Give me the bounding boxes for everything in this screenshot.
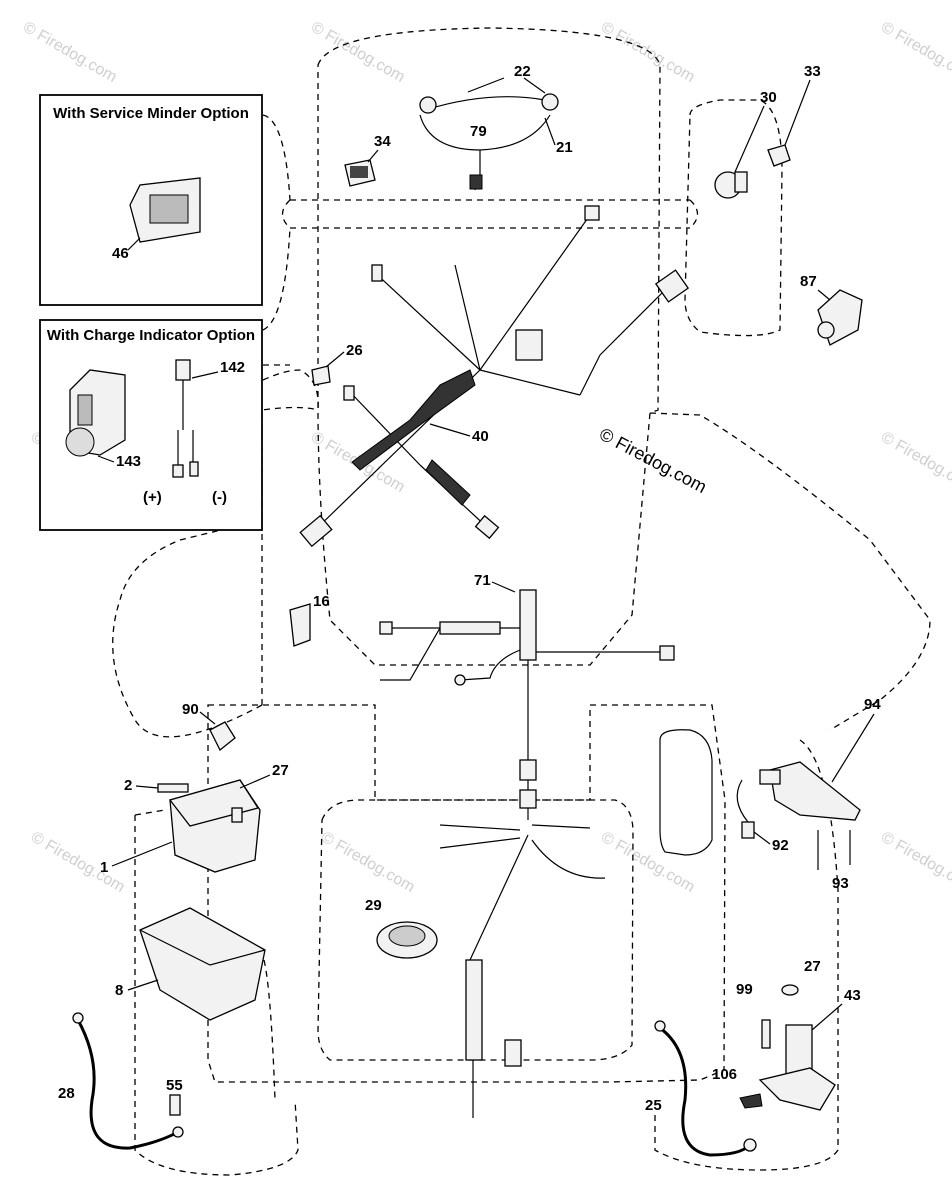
callout-33: 33 [804,63,821,80]
washer-27-icon [781,984,799,996]
polarity-plus: (+) [143,489,162,506]
callout-71: 71 [474,572,491,589]
callout-43: 43 [844,987,861,1004]
callout-2: 2 [124,777,132,794]
tractor-outline [112,27,931,1176]
switch-34-icon [344,159,376,187]
seat-switch-icon [759,761,861,821]
lower-harness-icon [439,824,606,1118]
callout-21: 21 [556,139,573,156]
callout-40: 40 [472,428,489,445]
callout-27: 27 [272,762,289,779]
polarity-minus: (-) [212,489,227,506]
callout-28: 28 [58,1085,75,1102]
watermark-main: © Firedog.com [596,424,710,497]
callout-25: 25 [645,1097,662,1114]
callout-34: 34 [374,133,391,150]
callout-27-right: 27 [804,958,821,975]
diode-90-icon [209,721,236,752]
battery-tray-icon [139,907,266,1021]
watermark: © Firedog.com [878,429,952,496]
charge-harness-icon [172,359,199,478]
callout-55: 55 [166,1077,183,1094]
rear-harness-71-icon [379,329,675,820]
bolt-2-icon [157,783,189,793]
callout-90: 90 [182,701,199,718]
callout-93: 93 [832,875,849,892]
callout-46: 46 [112,245,129,262]
main-harness-icon [299,205,690,548]
watermark: © Firedog.com [878,829,952,896]
callout-92: 92 [772,837,789,854]
callout-143: 143 [116,453,141,470]
callout-142: 142 [220,359,245,376]
service-minder-title: With Service Minder Option [53,105,249,122]
switch-16-icon [289,603,311,647]
headlight-harness-icon [419,93,559,191]
service-minder-box: With Service Minder Option 46 [39,94,263,306]
watermark: © Firedog.com [308,19,408,86]
callout-26: 26 [346,342,363,359]
callout-79: 79 [470,123,487,140]
watermark: © Firedog.com [598,829,698,896]
bolt-99-icon [761,1019,771,1049]
callout-29: 29 [365,897,382,914]
component-29-icon [376,921,438,959]
watermark: © Firedog.com [318,829,418,896]
connector-92-icon [736,779,755,839]
callout-1: 1 [100,859,108,876]
seat-outline-icon [659,729,713,856]
callout-8: 8 [115,982,123,999]
watermark: © Firedog.com [878,19,952,86]
callout-16: 16 [313,593,330,610]
callout-30: 30 [760,89,777,106]
relay-87-icon [817,289,863,346]
callout-99: 99 [736,981,753,998]
battery-cable-28-icon [72,1012,184,1150]
bolt-55-icon [169,1094,181,1116]
watermark: © Firedog.com [28,829,128,896]
switch-33-icon [767,144,791,167]
callout-87: 87 [800,273,817,290]
charge-indicator-title: With Charge Indicator Option [47,327,255,344]
ignition-switch-icon [714,171,748,199]
watermark: © Firedog.com [598,19,698,86]
charge-indicator-icon [65,369,126,457]
battery-icon [168,779,261,873]
callout-22: 22 [514,63,531,80]
callout-106: 106 [712,1066,737,1083]
callout-94: 94 [864,696,881,713]
service-minder-module-icon [129,177,201,243]
charge-indicator-box: With Charge Indicator Option 143 142 (+)… [39,319,263,531]
solenoid-icon [758,1024,836,1111]
terminal-106-icon [739,1093,763,1109]
diode-26-icon [311,365,331,386]
watermark: © Firedog.com [20,19,120,86]
battery-cable-25-icon [654,1020,757,1157]
